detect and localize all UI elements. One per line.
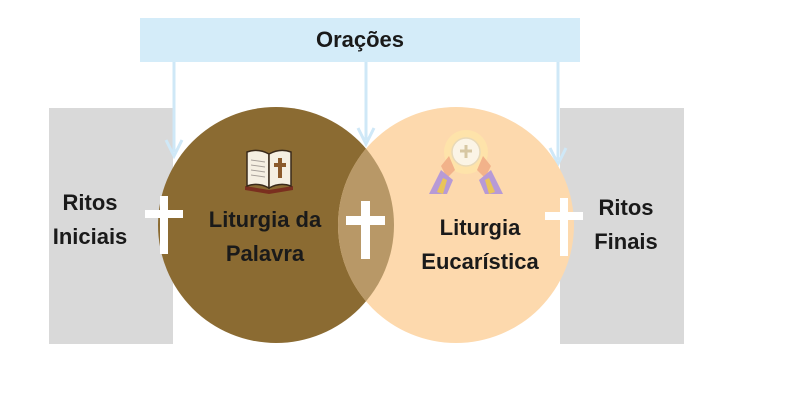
ritos-finais-box (560, 108, 684, 344)
ritos-iniciais-line1: Ritos (62, 190, 118, 215)
bible-icon (245, 149, 293, 194)
cross-icon (545, 198, 583, 256)
ritos-finais-line2: Finais (594, 229, 658, 254)
liturgia-eucaristica-circle (338, 107, 574, 343)
ritos-finais-line1: Ritos (598, 195, 654, 220)
prayer-arrows (164, 62, 568, 168)
liturgia-palavra-line2: Palavra (225, 241, 305, 266)
liturgia-eucaristica-label: Liturgia Eucarística (405, 211, 555, 279)
oracoes-banner: Orações (140, 18, 580, 62)
banner-title: Orações (315, 27, 405, 52)
arrow-to-ritos-iniciais (164, 62, 184, 160)
liturgia-eucaristica-line1: Liturgia (439, 215, 521, 240)
cross-icon (145, 196, 183, 254)
arrow-to-ritos-finais (548, 62, 568, 168)
liturgia-palavra-circle (158, 107, 394, 343)
liturgia-eucaristica-line2: Eucarística (421, 249, 539, 274)
arrow-to-overlap (356, 62, 376, 148)
eucharist-icon (429, 130, 503, 194)
liturgia-palavra-label: Liturgia da Palavra (190, 203, 340, 271)
cross-icon (346, 201, 385, 259)
ritos-iniciais-label: Ritos Iniciais (52, 186, 128, 254)
ritos-iniciais-line2: Iniciais (52, 224, 128, 249)
ritos-finais-label: Ritos Finais (588, 191, 664, 259)
ritos-iniciais-box (49, 108, 173, 344)
liturgia-palavra-line1: Liturgia da (208, 207, 322, 232)
